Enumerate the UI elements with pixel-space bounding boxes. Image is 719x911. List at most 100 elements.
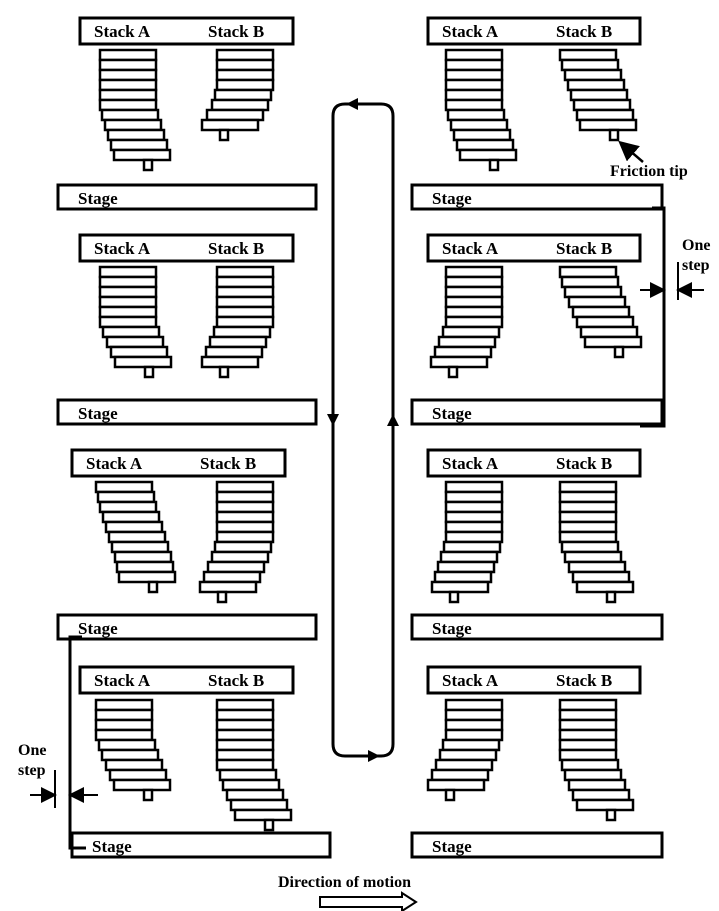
slab — [558, 490, 618, 504]
slab — [558, 265, 618, 279]
stack-b — [215, 698, 293, 832]
slab — [98, 315, 158, 329]
slab — [444, 48, 504, 62]
stack-b-label: Stack B — [556, 454, 612, 473]
friction-tip — [447, 365, 459, 379]
slab — [107, 530, 167, 544]
slab — [233, 808, 293, 822]
stack-a-label: Stack A — [94, 22, 151, 41]
slab — [218, 768, 278, 782]
slab — [563, 768, 623, 782]
slab — [558, 748, 618, 762]
stage-label: Stage — [78, 189, 118, 208]
one-step-label-left-1: One — [18, 742, 46, 759]
stack-a-label: Stack A — [442, 22, 499, 41]
slab — [115, 560, 175, 574]
slab — [98, 265, 158, 279]
slab — [444, 698, 504, 712]
slab — [117, 570, 177, 584]
slab — [213, 540, 273, 554]
direction-arrow — [319, 891, 418, 911]
slab — [444, 530, 504, 544]
slab — [215, 748, 275, 762]
slab — [444, 500, 504, 514]
slab — [98, 295, 158, 309]
slab — [229, 798, 289, 812]
stack-b — [200, 48, 275, 142]
stack-a-label: Stack A — [86, 454, 143, 473]
slab — [558, 520, 618, 534]
slab — [98, 98, 158, 112]
slab — [439, 550, 499, 564]
stage — [70, 831, 332, 859]
slab — [94, 708, 154, 722]
stack-a — [430, 480, 504, 604]
slab — [444, 718, 504, 732]
slab — [110, 540, 170, 554]
slab — [100, 748, 160, 762]
slab — [444, 78, 504, 92]
slab — [98, 88, 158, 102]
one-step-label-right-1: One — [682, 237, 710, 254]
friction-tip — [216, 590, 228, 604]
slab — [101, 325, 161, 339]
slab — [567, 295, 627, 309]
slab — [430, 768, 490, 782]
stack-a-label: Stack A — [94, 671, 151, 690]
slab — [569, 88, 629, 102]
slab — [558, 530, 618, 544]
friction-tip — [218, 365, 230, 379]
slab — [98, 305, 158, 319]
slab — [436, 560, 496, 574]
one-step-label-left-2: step — [18, 762, 46, 779]
slab — [98, 58, 158, 72]
slab — [444, 285, 504, 299]
stage-label: Stage — [92, 837, 132, 856]
slab — [202, 570, 262, 584]
stack-a-label: Stack A — [442, 239, 499, 258]
friction-tip — [605, 590, 617, 604]
slab — [558, 718, 618, 732]
step-connector-right — [640, 206, 666, 428]
stage-label: Stage — [432, 404, 472, 423]
friction-tip — [147, 580, 159, 594]
slab — [109, 138, 169, 152]
slab — [444, 520, 504, 534]
direction-of-motion-label: Direction of motion — [278, 874, 411, 891]
slab — [567, 560, 627, 574]
one-step-marker-right — [640, 262, 704, 300]
stack-b-label: Stack B — [556, 239, 612, 258]
top-plate — [78, 665, 295, 695]
slab — [567, 778, 627, 792]
friction-tip — [488, 158, 500, 172]
stage-label: Stage — [432, 189, 472, 208]
stage — [56, 613, 318, 641]
slab — [558, 698, 618, 712]
friction-tip-arrow — [618, 140, 644, 163]
slab — [449, 118, 509, 132]
friction-tip — [218, 128, 230, 142]
stage — [56, 398, 318, 426]
friction-tip — [142, 158, 154, 172]
stack-a-label: Stack A — [94, 239, 151, 258]
panel-6: Stack A Stack B Stage — [410, 233, 664, 426]
slab — [200, 118, 260, 132]
slab — [444, 98, 504, 112]
slab — [225, 788, 285, 802]
slab — [104, 520, 164, 534]
slab — [200, 355, 260, 369]
stack-a — [444, 48, 518, 172]
slab — [98, 275, 158, 289]
slab — [563, 285, 623, 299]
slab — [98, 78, 158, 92]
stack-a — [94, 480, 177, 594]
top-plate — [426, 665, 642, 695]
one-step-marker-left — [30, 770, 98, 808]
slab — [96, 490, 156, 504]
slab — [215, 78, 275, 92]
slab — [563, 550, 623, 564]
slab — [444, 510, 504, 524]
stack-b — [558, 48, 638, 142]
slab — [444, 68, 504, 82]
